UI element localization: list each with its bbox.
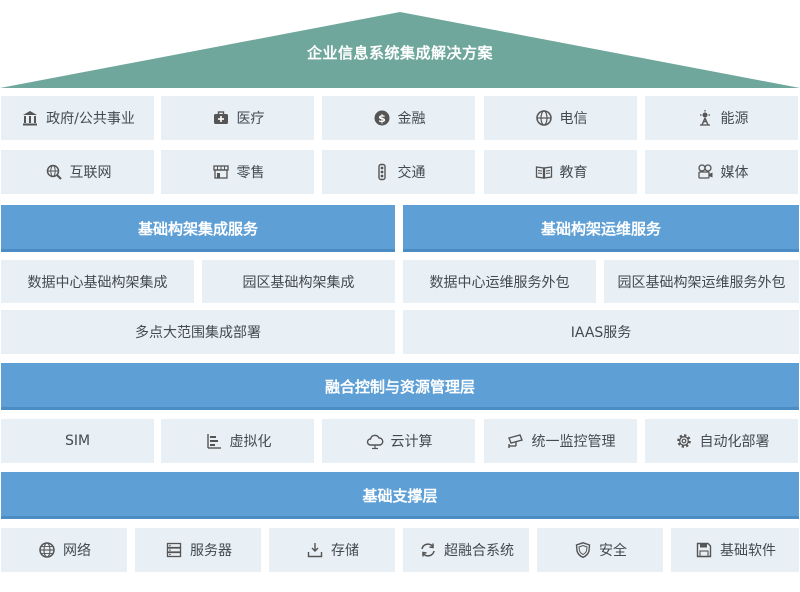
energy-icon (695, 108, 715, 128)
support-storage: 存储 (269, 528, 395, 572)
cctv-camera-icon (506, 431, 526, 451)
service-multisite-deployment: 多点大范围集成部署 (1, 310, 395, 354)
service-label: 园区基础构架运维服务外包 (617, 274, 786, 291)
industry-label: 政府/公共事业 (46, 111, 135, 127)
industry-education: 教育 (484, 150, 637, 194)
search-globe-icon (44, 162, 64, 182)
globe-icon (534, 108, 554, 128)
industry-internet: 互联网 (1, 150, 154, 194)
support-label: 网络 (63, 543, 91, 559)
industry-finance: $ 金融 (322, 96, 475, 140)
control-auto-deploy: 自动化部署 (645, 419, 798, 463)
traffic-light-icon (372, 162, 392, 182)
industry-label: 电信 (559, 111, 588, 127)
control-cloud: 云计算 (322, 419, 475, 463)
virtualization-icon (204, 431, 224, 451)
industry-label: 媒体 (720, 165, 749, 181)
server-icon (164, 540, 184, 560)
industry-label: 互联网 (69, 165, 112, 181)
service-label: 数据中心基础构架集成 (27, 274, 168, 291)
support-label: 超融合系统 (444, 543, 514, 559)
industry-media: 媒体 (645, 150, 798, 194)
support-label: 服务器 (190, 543, 232, 559)
control-layer-header: 融合控制与资源管理层 (1, 363, 799, 410)
control-label: 虚拟化 (229, 434, 272, 450)
film-camera-icon (695, 162, 715, 182)
industry-label: 教育 (559, 165, 588, 181)
industry-label: 能源 (720, 111, 749, 127)
network-globe-icon (37, 540, 57, 560)
support-label: 安全 (599, 543, 627, 559)
service-datacenter-integration: 数据中心基础构架集成 (1, 260, 194, 303)
cloud-icon (365, 431, 385, 451)
support-network: 网络 (1, 528, 127, 572)
government-building-icon (20, 108, 40, 128)
industry-label: 零售 (236, 165, 265, 181)
medical-kit-icon (211, 108, 231, 128)
infra-integration-header: 基础构架集成服务 (1, 205, 395, 252)
control-sim: SIM (1, 419, 154, 463)
industry-label: 医疗 (236, 111, 265, 127)
service-label: 数据中心运维服务外包 (429, 274, 570, 291)
dollar-coin-icon: $ (372, 108, 392, 128)
service-campus-integration: 园区基础构架集成 (202, 260, 395, 303)
service-datacenter-ops: 数据中心运维服务外包 (403, 260, 596, 303)
control-monitoring: 统一监控管理 (484, 419, 637, 463)
gear-icon (674, 431, 694, 451)
industry-medical: 医疗 (161, 96, 314, 140)
support-hyperconverged: 超融合系统 (403, 528, 529, 572)
industry-energy: 能源 (645, 96, 798, 140)
support-label: 存储 (331, 543, 359, 559)
roof-banner (0, 12, 800, 88)
industry-government: 政府/公共事业 (1, 96, 154, 140)
industry-telecom: 电信 (484, 96, 637, 140)
industry-label: 金融 (397, 111, 426, 127)
support-server: 服务器 (135, 528, 261, 572)
control-virtualization: 虚拟化 (161, 419, 314, 463)
control-label: 云计算 (390, 434, 433, 450)
svg-text:$: $ (378, 112, 386, 125)
industry-retail: 零售 (161, 150, 314, 194)
service-label: IAAS服务 (570, 325, 632, 341)
service-iaas: IAAS服务 (403, 310, 799, 354)
support-security: 安全 (537, 528, 663, 572)
service-campus-ops: 园区基础构架运维服务外包 (604, 260, 799, 303)
book-icon (534, 162, 554, 182)
support-layer-header: 基础支撑层 (1, 472, 799, 519)
control-label: 统一监控管理 (531, 434, 616, 450)
service-label: 多点大范围集成部署 (135, 325, 261, 341)
support-basic-software: 基础软件 (671, 528, 799, 572)
control-label: 自动化部署 (699, 434, 770, 450)
shop-icon (211, 162, 231, 182)
shield-icon (573, 540, 593, 560)
control-label: SIM (64, 433, 91, 449)
industry-transport: 交通 (322, 150, 475, 194)
sync-icon (418, 540, 438, 560)
storage-icon (305, 540, 325, 560)
support-label: 基础软件 (720, 543, 776, 559)
floppy-disk-icon (694, 540, 714, 560)
industry-label: 交通 (397, 165, 426, 181)
service-label: 园区基础构架集成 (242, 274, 355, 291)
infra-ops-header: 基础构架运维服务 (403, 205, 799, 252)
page-title: 企业信息系统集成解决方案 (306, 44, 493, 62)
